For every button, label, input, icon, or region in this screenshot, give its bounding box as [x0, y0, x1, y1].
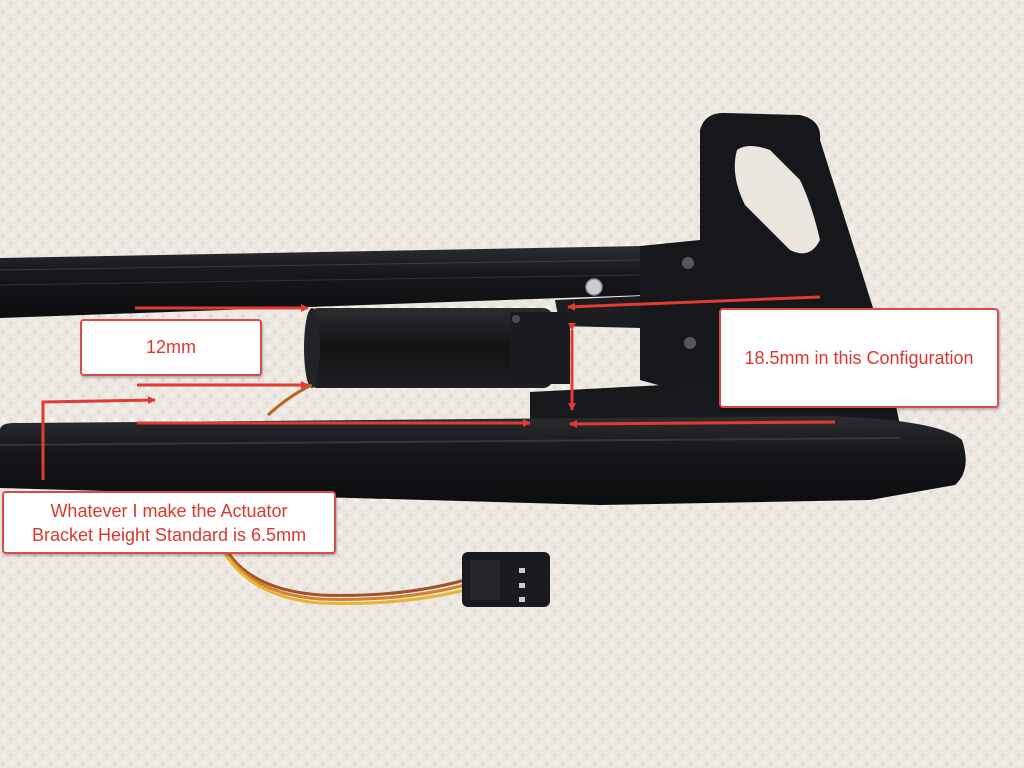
- main-rail: [0, 416, 966, 505]
- arrow-config-top: [567, 295, 821, 311]
- config-label-callout: 18.5mm in this Configuration: [719, 308, 999, 408]
- arrow-config-bottom: [569, 419, 836, 428]
- screw-head: [585, 278, 603, 296]
- actuator-cylinder: [304, 308, 570, 388]
- note-line-2: Bracket Height Standard is 6.5mm: [31, 524, 307, 545]
- config-label-text: 18.5mm in this Configuration: [744, 347, 974, 368]
- gap-label-text: 12mm: [145, 337, 196, 357]
- servo-connector: [462, 552, 550, 607]
- dimension-arrows: [41, 295, 836, 480]
- arrow-note-pointer: [41, 396, 156, 480]
- servo-wire: [223, 383, 466, 605]
- upper-rail: [0, 246, 645, 318]
- gap-label-callout: 12mm: [80, 319, 262, 376]
- bracket-note-callout: Whatever I make the Actuator Bracket Hei…: [2, 491, 336, 554]
- note-line-1: Whatever I make the Actuator: [50, 500, 288, 521]
